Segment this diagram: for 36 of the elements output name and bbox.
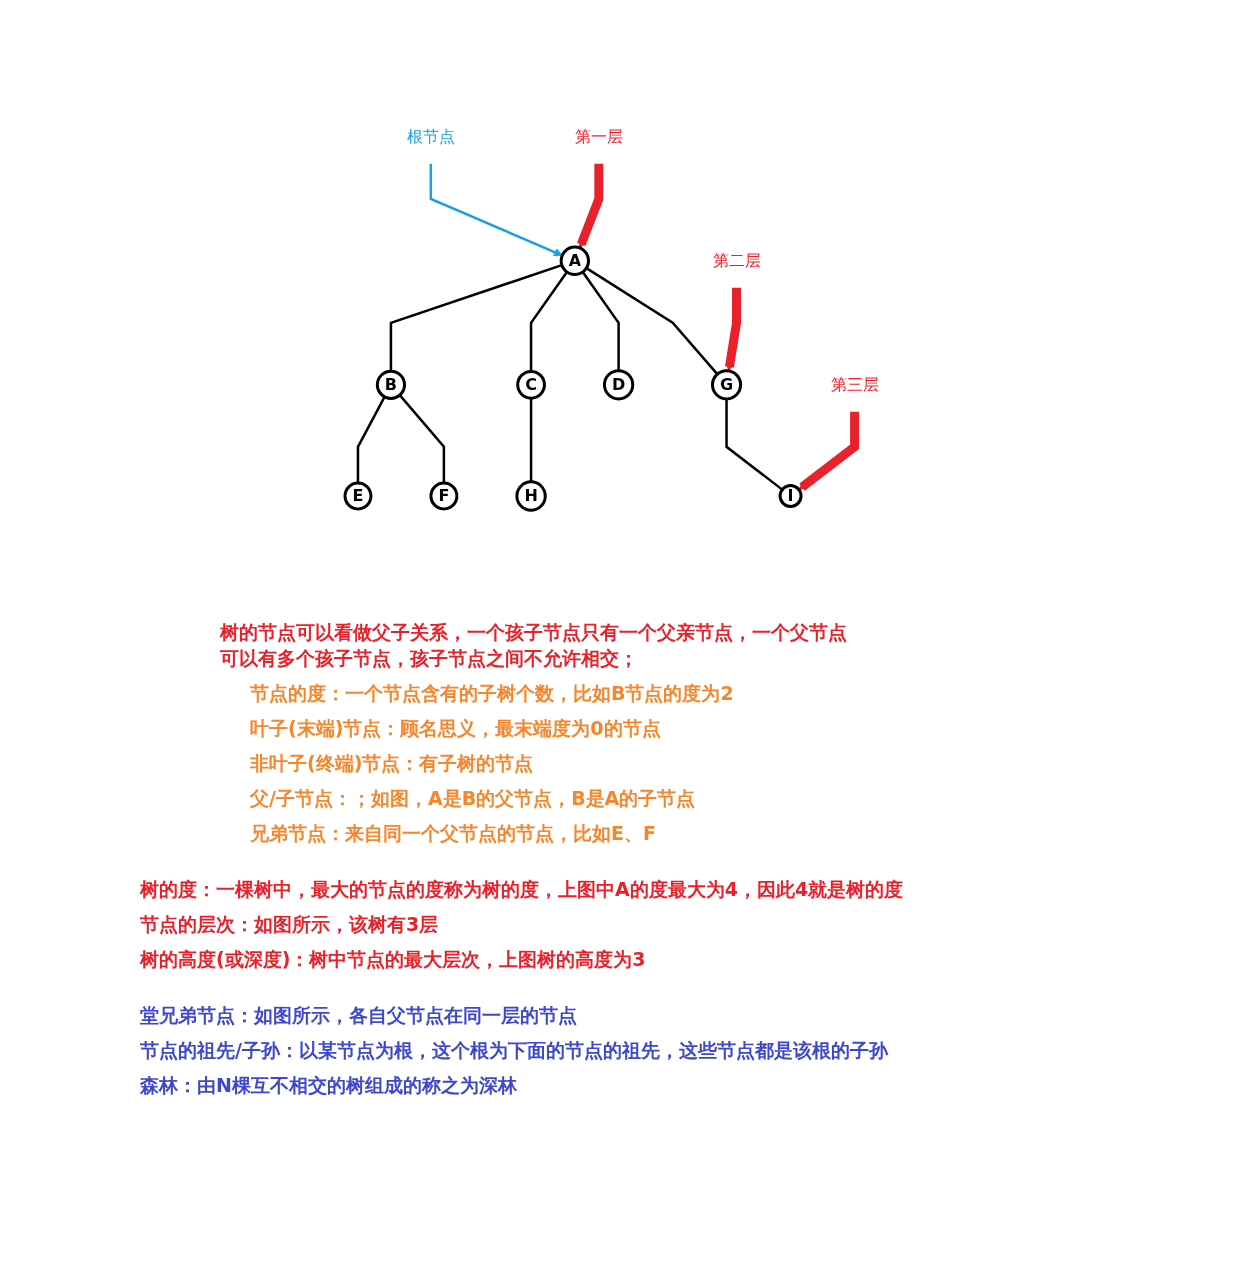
note-text: 节点的层次：如图所示，该树有3层 <box>140 912 440 937</box>
connector <box>529 398 532 482</box>
node-circle: I <box>778 484 803 508</box>
note-text: 树的度：一棵树中，最大的节点的度称为树的度，上图中A的度最大为4，因此4就是树的度 <box>140 877 905 902</box>
node-circle: G <box>710 369 742 401</box>
note-text: 堂兄弟节点：如图所示，各自父节点在同一层的节点 <box>140 1003 578 1028</box>
note-text: 兄弟节点：来自同一个父节点的节点，比如E、F <box>250 821 657 846</box>
connector <box>398 394 445 484</box>
node-circle: D <box>602 369 634 401</box>
node-text: 第三层 <box>830 374 879 394</box>
arrow <box>576 163 604 249</box>
note-text: 父/子节点：；如图，A是B的父节点，B是A的子节点 <box>250 786 697 811</box>
node-text: 第二层 <box>712 250 761 270</box>
arrow <box>724 287 741 372</box>
node-circle: A <box>559 245 590 276</box>
node-circle: F <box>429 481 459 511</box>
connector <box>585 267 718 375</box>
connector <box>529 271 568 372</box>
note-text: 非叶子(终端)节点：有子树的节点 <box>250 751 535 776</box>
node-circle: B <box>375 369 406 400</box>
connector <box>725 398 783 491</box>
arrow <box>429 163 563 257</box>
note-text: 树的高度(或深度)：树中节点的最大层次，上图树的高度为3 <box>140 947 647 972</box>
node-text: 根节点 <box>406 126 455 146</box>
connector <box>389 264 562 372</box>
note-text: 树的节点可以看做父子关系，一个孩子节点只有一个父亲节点，一个父节点可以有多个孩子节点，孩子节点之间不允许相交； <box>220 620 848 671</box>
connector <box>581 271 620 371</box>
node-circle: H <box>515 480 547 512</box>
note-text: 节点的祖先/子孙：以某节点为根，这个根为下面的节点的祖先，这些节点都是该根的子孙 <box>140 1038 890 1063</box>
note-text: 节点的度：一个节点含有的子树个数，比如B节点的度为2 <box>250 681 735 706</box>
note-text: 森林：由N棵互不相交的树组成的称之为深林 <box>140 1073 518 1098</box>
note-text: 叶子(末端)节点：顾名思义，最末端度为0的节点 <box>250 716 662 741</box>
node-text: 第一层 <box>574 126 623 146</box>
connector <box>356 396 386 484</box>
node-circle: C <box>515 369 546 400</box>
node-circle: E <box>343 481 373 511</box>
